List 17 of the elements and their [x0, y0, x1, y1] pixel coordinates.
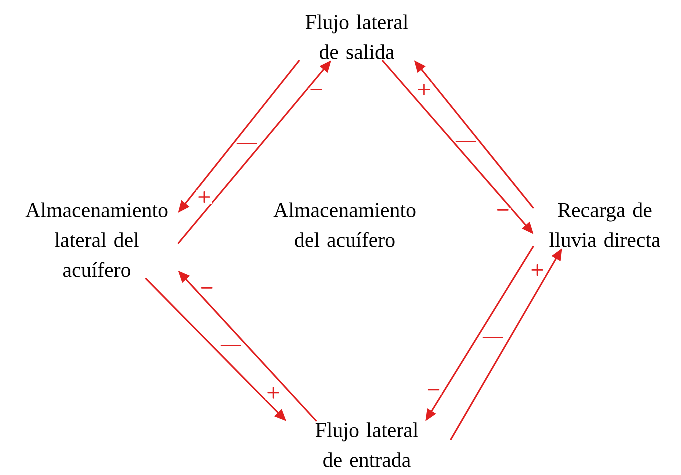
dash-mark: — — [482, 337, 504, 338]
edge-label: + — [196, 190, 212, 204]
edge-label: + — [416, 82, 432, 97]
node-label: Recarga de lluvia directa — [550, 202, 660, 248]
edge-label: + — [266, 386, 282, 400]
node-label: Almacenamiento del acuífero — [274, 202, 416, 248]
dash-mark: — — [220, 345, 242, 346]
edge-label: − — [426, 388, 442, 395]
node-label: Flujo lateral de entrada — [316, 422, 418, 468]
dash-mark: — — [236, 143, 258, 144]
edge-label: + — [530, 263, 546, 278]
edge-label: − — [199, 286, 215, 294]
edge-label: − — [308, 88, 324, 95]
node-label: Flujo lateral de salida — [306, 14, 408, 60]
node-label: Almacenamiento lateral del acuífero — [26, 202, 168, 278]
edge-label: − — [495, 208, 511, 216]
dash-mark: — — [456, 141, 476, 142]
